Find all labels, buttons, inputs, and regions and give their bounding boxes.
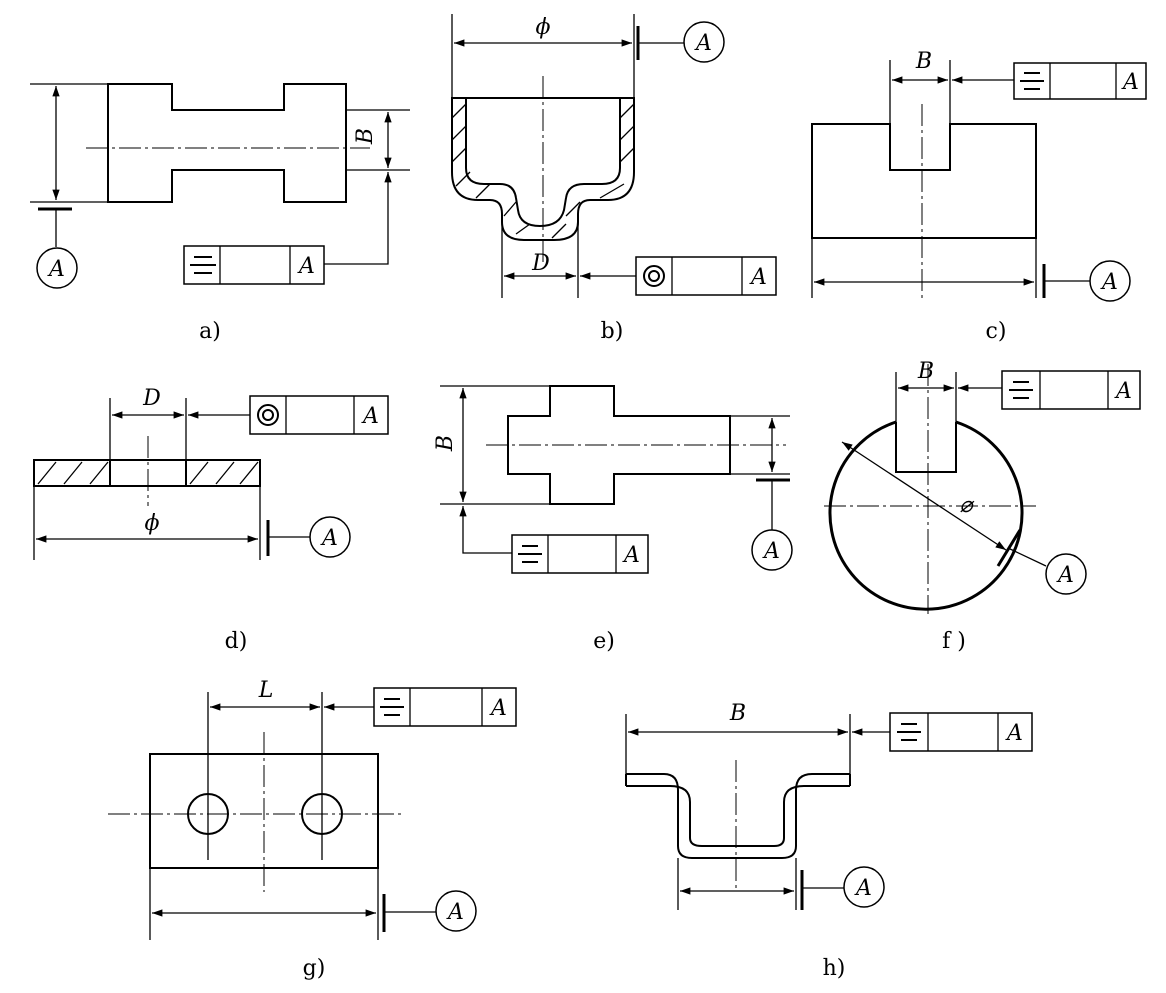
caption: h) [823, 956, 846, 981]
dim-label-phi: ϕ [536, 15, 551, 40]
caption: f ) [942, 629, 966, 654]
dim-label-phi: ϕ [145, 511, 160, 536]
symmetry-icon [190, 256, 216, 274]
dim-label-B: B [917, 359, 934, 384]
panel-d: D A ϕ A d) [33, 386, 389, 654]
panel-e: B A A e) [433, 385, 793, 654]
symmetry-icon [380, 698, 404, 716]
hatch-pattern [451, 103, 635, 239]
plate-d-outline [33, 459, 261, 487]
frame-datum: A [622, 543, 640, 568]
cup-outer [451, 97, 635, 241]
caption: c) [986, 319, 1007, 344]
datum-circle [843, 866, 885, 908]
tolerance-frame [635, 256, 777, 296]
concentricity-icon [643, 265, 665, 287]
frame-datum: A [1114, 379, 1132, 404]
panel-a: A B A a) [30, 83, 410, 344]
panel-c: B A A c) [811, 49, 1147, 344]
cup-inner [465, 98, 621, 228]
block-c-outline [811, 123, 1037, 239]
datum-circle [435, 890, 477, 932]
dim-label-D: D [142, 386, 161, 411]
concentricity-icon [257, 404, 279, 426]
datum-circle [751, 529, 793, 571]
datum-circle [1045, 553, 1087, 595]
panel-g: L A A g) [108, 678, 517, 981]
datum-letter: A [694, 31, 712, 56]
datum-letter: A [762, 539, 780, 564]
caption: b) [601, 319, 624, 344]
shaft-e-outline [507, 385, 731, 505]
symmetry-icon [1009, 381, 1033, 399]
frame-datum: A [749, 265, 767, 290]
datum-circle [36, 247, 78, 289]
datum-letter: A [1056, 563, 1074, 588]
dim-label-B: B [915, 49, 932, 74]
caption: e) [593, 629, 615, 654]
frame-datum: A [361, 404, 379, 429]
symmetry-icon [897, 723, 921, 741]
channel-h-outer [626, 773, 850, 859]
datum-circle [1089, 260, 1131, 302]
frame-datum: A [297, 254, 315, 279]
hatch-pattern [37, 461, 259, 485]
dim-label-B: B [433, 435, 458, 452]
datum-circle [683, 21, 725, 63]
datum-letter: A [1100, 270, 1118, 295]
datum-letter: A [446, 900, 464, 925]
symmetry-icon [518, 545, 542, 563]
datum-letter: A [47, 257, 65, 282]
panel-h: B A A h) [625, 701, 1033, 981]
caption: a) [199, 319, 221, 344]
frame-datum: A [489, 696, 507, 721]
frame-datum: A [1121, 70, 1139, 95]
dim-label-D: D [531, 251, 550, 276]
datum-letter: A [320, 526, 338, 551]
caption: g) [303, 956, 326, 981]
symmetry-icon [1020, 72, 1044, 90]
dim-label-diam: ⌀ [959, 493, 975, 518]
shaft-f-outline [828, 420, 1024, 611]
dim-label-B: B [729, 701, 746, 726]
caption: d) [225, 629, 248, 654]
dim-label-B: B [353, 128, 378, 145]
datum-letter: A [854, 876, 872, 901]
panel-f: B A ⌀ A f ) [824, 359, 1141, 654]
datum-circle [309, 516, 351, 558]
dim-label-L: L [258, 678, 274, 703]
frame-datum: A [1005, 721, 1023, 746]
panel-b: ϕ A D A b) [451, 14, 777, 344]
part-a-outline [107, 83, 347, 203]
channel-h-inner [626, 785, 850, 847]
